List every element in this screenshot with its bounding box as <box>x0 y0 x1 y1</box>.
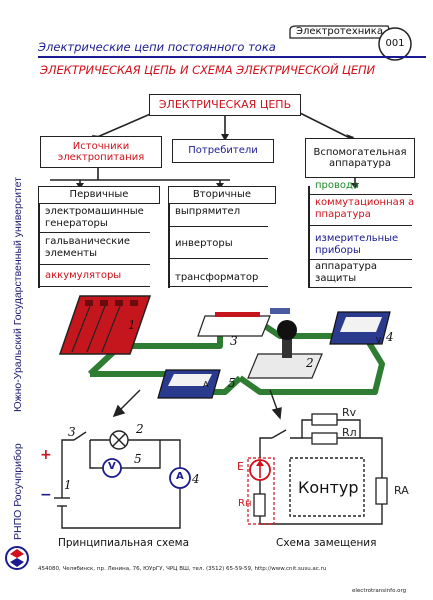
company-logo-icon <box>5 546 29 570</box>
topic-title: ЭЛЕКТРИЧЕСКАЯ ЦЕПЬ И СХЕМА ЭЛЕКТРИЧЕСКОЙ… <box>40 63 376 77</box>
secondary-item: инверторы <box>175 238 233 249</box>
divider <box>308 259 412 260</box>
divider <box>168 258 268 259</box>
rh-label: Rн <box>238 498 252 509</box>
schematic-n5: 5 <box>134 452 142 466</box>
rl-label: Rл <box>342 426 357 439</box>
primary-header: Первичные <box>38 186 160 204</box>
down-arrows <box>112 389 282 420</box>
secondary-column-rule <box>168 204 170 288</box>
sources-box: Источники электропитания <box>40 136 162 168</box>
meter-v-label: V <box>376 336 382 345</box>
root-box: ЭЛЕКТРИЧЕСКАЯ ЦЕПЬ <box>149 94 301 116</box>
ra-label: RA <box>394 484 409 497</box>
divider <box>168 286 268 287</box>
company-name: РНПО Росучприбор <box>12 443 24 540</box>
plus-sign: + <box>40 447 52 463</box>
footer-site: electrotransinfo.org <box>352 588 407 594</box>
divider <box>308 194 412 195</box>
contour-label: Контур <box>298 478 359 497</box>
consumers-box: Потребители <box>172 139 274 163</box>
divider <box>308 287 412 288</box>
subject-badge: Электротехника 001 <box>288 24 415 64</box>
primary-item: гальванические элементы <box>45 236 130 259</box>
footer-address: 454080, Челябинск, пр. Ленина, 76, ЮУрГУ… <box>38 566 327 572</box>
minus-sign: − <box>40 487 52 503</box>
divider <box>168 226 268 227</box>
secondary-header: Вторичные <box>168 186 276 204</box>
resistor-icon <box>197 308 290 337</box>
section-title: Электрические цепи постоянного тока <box>38 40 276 54</box>
lamp-icon <box>247 320 323 379</box>
primary-item-accumulators: аккумуляторы <box>45 270 122 281</box>
secondary-item: трансформатор <box>175 272 259 283</box>
schematic-n2: 2 <box>136 422 144 436</box>
left-sidebar: Южно-Уральский Государственный университ… <box>0 0 30 600</box>
principal-schematic-title: Принципиальная схема <box>58 537 189 549</box>
aux-item-protection: аппаратура защиты <box>315 261 378 284</box>
label-voltmeter: 4 <box>386 330 394 344</box>
equivalent-schematic <box>247 413 388 525</box>
divider <box>38 286 150 287</box>
divider <box>308 225 412 226</box>
primary-item: электромашинные генераторы <box>45 206 144 229</box>
voltmeter-icon <box>329 311 391 345</box>
primary-column-rule <box>38 204 40 288</box>
label-resistor: 3 <box>230 334 238 348</box>
aux-column-rule <box>308 186 310 288</box>
secondary-item: выпрямител <box>175 206 241 217</box>
divider <box>38 264 150 265</box>
badge-label: Электротехника <box>296 26 383 37</box>
schematic-a-label: A <box>176 471 184 482</box>
principal-schematic <box>54 430 191 529</box>
circuit-illustration <box>58 295 391 399</box>
label-battery: 1 <box>128 318 136 332</box>
label-ammeter: 5 <box>228 376 236 390</box>
badge-number: 001 <box>385 38 405 49</box>
schematic-n3: 3 <box>68 425 76 439</box>
aux-item-wires: провода <box>315 180 360 191</box>
schematic-n1: 1 <box>64 478 72 492</box>
equivalent-schematic-title: Схема замещения <box>276 537 377 549</box>
ammeter-icon <box>157 369 221 399</box>
divider <box>38 232 150 233</box>
schematic-n4: 4 <box>192 472 200 486</box>
auxiliary-box: Вспомогательная аппаратура <box>305 138 415 178</box>
label-lamp: 2 <box>306 356 314 370</box>
battery-icon <box>58 295 152 355</box>
emf-label: E <box>237 460 244 473</box>
schematic-v-label: V <box>108 461 116 472</box>
rv-label: Rv <box>342 406 357 419</box>
meter-a-label: A <box>203 380 209 389</box>
header-rule <box>38 56 426 58</box>
aux-item-switching: коммутационная аппаратура <box>315 197 415 220</box>
aux-item-instruments: измерительные приборы <box>315 233 399 256</box>
